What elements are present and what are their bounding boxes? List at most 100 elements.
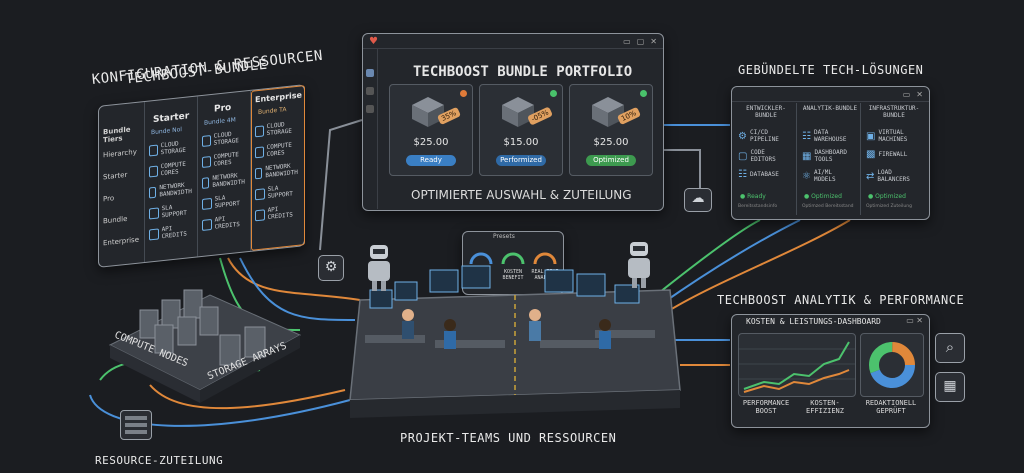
donut-chart-card xyxy=(860,333,924,397)
product-price: $25.00 xyxy=(413,137,449,148)
bundle-item: ⚛AI/ML MODELS xyxy=(802,169,854,183)
bundle-status-label: Optimized xyxy=(875,193,906,200)
dashboard-window-controls: ▭ ✕ xyxy=(906,316,923,325)
bundle-title: ENTWICKLER-BUNDLE xyxy=(746,105,786,119)
resource-platform xyxy=(108,289,302,403)
bundle-title: INFRASTRUKTUR-BUNDLE xyxy=(868,105,920,119)
box-icon xyxy=(592,97,624,127)
feature-icon xyxy=(149,165,158,178)
close-icon[interactable]: ✕ xyxy=(650,36,657,46)
calculator-icon[interactable]: ▦ xyxy=(935,372,965,402)
tier-row-label: Enterprise xyxy=(103,235,140,248)
bundle-title: ANALYTIK-BUNDLE xyxy=(802,105,858,112)
bundle-status-label: Ready xyxy=(747,193,766,200)
gear-icon[interactable]: ⚙ xyxy=(318,255,344,281)
bundle-item-label: VIRTUAL MACHINES xyxy=(878,129,908,143)
tier-row-label: Hierarchy xyxy=(103,147,137,160)
feature-icon xyxy=(149,144,158,157)
feature-icon xyxy=(255,167,263,179)
heart-icon: ♥ xyxy=(369,36,378,47)
bundle-item: ▦DASHBOARD TOOLS xyxy=(802,149,854,163)
bundle-item-icon: ⇄ xyxy=(866,170,875,182)
minimize-icon[interactable]: ▭ xyxy=(623,36,631,46)
bundle-item-icon: ▩ xyxy=(866,149,876,160)
cloud-icon[interactable]: ☁ xyxy=(684,188,712,212)
bundle-status: ● Optimized xyxy=(868,193,906,200)
bundle-status: ● Optimized xyxy=(804,193,842,200)
bundle-item-label: DATA WAREHOUSE xyxy=(813,129,847,143)
product-status-badge: Optimized xyxy=(586,155,636,166)
chart-line-green xyxy=(743,341,850,390)
team-platform xyxy=(349,265,681,418)
tier-row-label: Starter xyxy=(103,170,128,182)
feature-icon xyxy=(202,155,211,168)
bundle-item: ☷DATA WAREHOUSE xyxy=(802,129,854,143)
search-icon[interactable]: ⌕ xyxy=(935,333,965,363)
cost-donut-chart xyxy=(869,342,915,388)
status-dot xyxy=(640,90,647,97)
minimize-icon[interactable]: ▭ xyxy=(902,89,911,99)
maximize-icon[interactable]: ▢ xyxy=(636,36,645,46)
server-icon[interactable] xyxy=(120,410,152,440)
dashboard-label: REDAKTIONELL GEPRÜFT xyxy=(865,399,917,415)
bundle-item-label: DATABASE xyxy=(749,171,779,178)
bundle-item-label: CI/CD PIPELINE xyxy=(749,129,779,143)
bundle-item: ☷DATABASE xyxy=(738,169,790,180)
heading-analytics: TECHBOOST ANALYTIK & PERFORMANCE xyxy=(717,293,965,307)
bundle-item-label: LOAD BALANCERS xyxy=(877,169,910,183)
tier-name: Pro xyxy=(214,102,232,115)
bundle-column[interactable]: ENTWICKLER-BUNDLE⚙CI/CD PIPELINE▢CODE ED… xyxy=(736,103,797,215)
bundle-note: Bereitsstandsinfo xyxy=(738,204,778,209)
chart-line-orange xyxy=(743,369,850,393)
bundle-item-label: CODE EDITORS xyxy=(750,149,776,163)
bundle-column[interactable]: ANALYTIK-BUNDLE ☷DATA WAREHOUSE ▦DASHBOARD… xyxy=(800,103,861,215)
portfolio-titlebar: ▭ ▢ ✕ xyxy=(363,34,663,49)
check-icon: ● xyxy=(868,193,874,200)
check-icon: ● xyxy=(804,193,810,200)
tier-name: Enterprise xyxy=(255,90,302,105)
feature-icon xyxy=(149,186,157,199)
sidebar-icon[interactable] xyxy=(366,105,374,113)
dashboard-title: KOSTEN & LEISTUNGS-DASHBOARD xyxy=(746,317,881,326)
portfolio-title: TECHBOOST BUNDLE PORTFOLIO xyxy=(413,64,633,80)
bundle-item-icon: ⚛ xyxy=(802,170,811,182)
bundle-item-label: FIREWALL xyxy=(878,151,908,158)
performance-line-chart xyxy=(739,341,855,393)
bundle-status-label: Optimized xyxy=(811,193,842,200)
product-status-badge: Ready xyxy=(406,155,456,166)
product-status-badge: Performized xyxy=(496,155,546,166)
gauge-realtime xyxy=(533,252,557,265)
tier-row-label: Pro xyxy=(103,194,115,204)
feature-icon xyxy=(255,124,264,137)
bundle-note: Optimzed Bereitsstand xyxy=(802,204,854,209)
close-icon[interactable]: ✕ xyxy=(916,89,923,99)
dashboard-window: KOSTEN & LEISTUNGS-DASHBOARD ▭ ✕ PERFORM… xyxy=(731,314,930,428)
bundle-item: ⇄LOAD BALANCERS xyxy=(866,169,917,183)
dashboard-label: KOSTEN-EFFIZIENZ xyxy=(806,399,844,415)
bundle-item-icon: ⚙ xyxy=(738,130,747,142)
tiers-header: Bundle Tiers xyxy=(103,125,131,145)
sidebar-icon[interactable] xyxy=(366,69,374,77)
bundle-item-label: AI/ML MODELS xyxy=(813,169,836,183)
bundles-titlebar: ▭✕ xyxy=(732,87,929,102)
feature-icon xyxy=(202,134,211,147)
gauge-kosten xyxy=(501,252,525,265)
bundle-column[interactable]: INFRASTRUKTUR-BUNDLE ▣VIRTUAL MACHINES ▩FI… xyxy=(864,103,924,215)
bundle-item: ⚙CI/CD PIPELINE xyxy=(738,129,790,143)
box-icon xyxy=(412,97,444,127)
bundle-item-icon: ▢ xyxy=(738,150,748,162)
status-dot xyxy=(550,90,557,97)
feature-icon xyxy=(255,187,265,200)
tier-subtitle: Bundle 4M xyxy=(204,116,236,127)
heading-project-teams: PROJEKT-TEAMS UND RESSOURCEN xyxy=(400,431,617,445)
bundle-item: ▢CODE EDITORS xyxy=(738,149,790,163)
gauge-dials xyxy=(469,252,557,265)
bundle-item-label: DASHBOARD TOOLS xyxy=(814,149,847,163)
bundle-item: ▣VIRTUAL MACHINES xyxy=(866,129,918,143)
tier-name: Starter xyxy=(153,111,190,126)
tiers-row-header-column: Bundle Tiers Hierarchy Starter Pro Bundl… xyxy=(99,101,145,267)
sidebar-icon[interactable] xyxy=(366,87,374,95)
